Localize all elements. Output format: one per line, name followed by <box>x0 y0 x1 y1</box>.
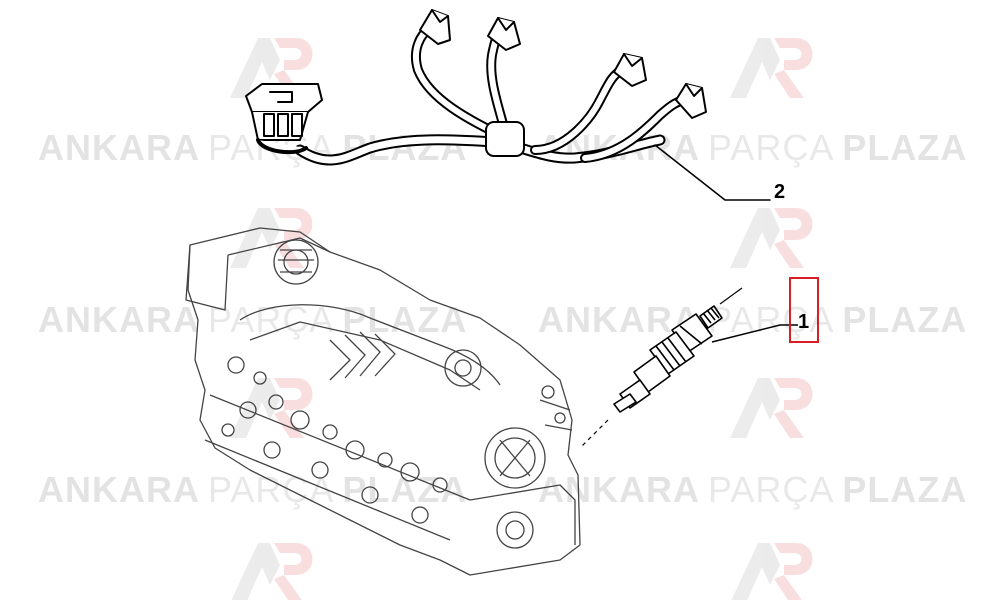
leader-line-2 <box>654 144 771 201</box>
glow-plug-connectors <box>419 9 707 119</box>
wm-word-parca: PARÇA <box>708 469 834 510</box>
wm-word-ankara: ANKARA <box>38 299 200 340</box>
callout-1: 1 <box>789 277 819 343</box>
callout-2: 2 <box>774 181 785 203</box>
wm-word-plaza: PLAZA <box>842 469 967 510</box>
callout-label-1: 1 <box>798 311 809 333</box>
wm-word-ankara: ANKARA <box>538 299 700 340</box>
leader-line-1 <box>711 324 798 343</box>
watermark-logo-icon <box>730 378 813 438</box>
watermark-logo-icon <box>231 543 313 600</box>
wm-word-ankara: ANKARA <box>538 469 700 510</box>
watermark-logos <box>230 38 813 600</box>
glow-plug <box>581 287 798 447</box>
watermark-logo-icon <box>730 208 813 268</box>
harness-main-connector <box>245 83 323 155</box>
wm-word-parca: PARÇA <box>208 469 334 510</box>
harness-junction <box>485 121 525 157</box>
watermark-logo-icon <box>230 208 313 268</box>
watermark-logo-icon <box>730 38 813 98</box>
wm-word-parca: PARÇA <box>708 299 834 340</box>
wiring-harness <box>245 9 771 201</box>
watermark-logo-icon <box>230 378 313 438</box>
callout-highlight-box <box>789 277 819 343</box>
watermark-logo-icon <box>731 543 813 600</box>
wm-word-ankara: ANKARA <box>38 127 200 168</box>
wm-word-plaza: PLAZA <box>842 299 967 340</box>
wm-word-plaza: PLAZA <box>842 127 967 168</box>
wm-word-ankara: ANKARA <box>38 469 200 510</box>
wm-word-parca: PARÇA <box>708 127 834 168</box>
callout-label-2: 2 <box>774 181 785 203</box>
harness-branches <box>410 23 689 163</box>
cylinder-head <box>185 227 581 576</box>
